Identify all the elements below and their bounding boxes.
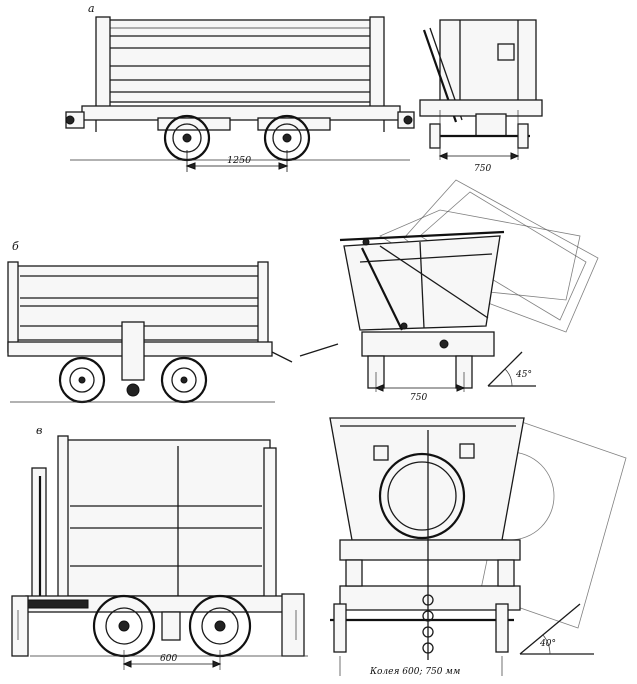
view-b-side [7, 261, 293, 404]
view-b-end-tipping [299, 179, 599, 392]
view-b-gauge-dimension: 750 [410, 393, 427, 403]
view-a-label: а [88, 2, 95, 15]
view-c-end-tipping [329, 417, 627, 676]
view-a-side [65, 16, 415, 172]
view-c-tip-angle: 40° [539, 639, 556, 649]
view-b-tip-angle: 45° [515, 370, 532, 380]
view-c-side [11, 435, 308, 670]
view-b-wheel-right [160, 356, 208, 404]
view-a-wheelbase-dimension: 1250 [227, 155, 251, 166]
view-c-wheelbase-dimension: 600 [160, 654, 177, 664]
view-a-gauge-dimension: 750 [474, 164, 491, 174]
view-c-gauge-dimension: Колея 600; 750 мм [369, 667, 460, 677]
view-c-label: в [36, 424, 42, 437]
view-a-end [419, 19, 543, 160]
view-b-label: б [12, 240, 19, 253]
view-b-wheel-left [58, 356, 106, 404]
